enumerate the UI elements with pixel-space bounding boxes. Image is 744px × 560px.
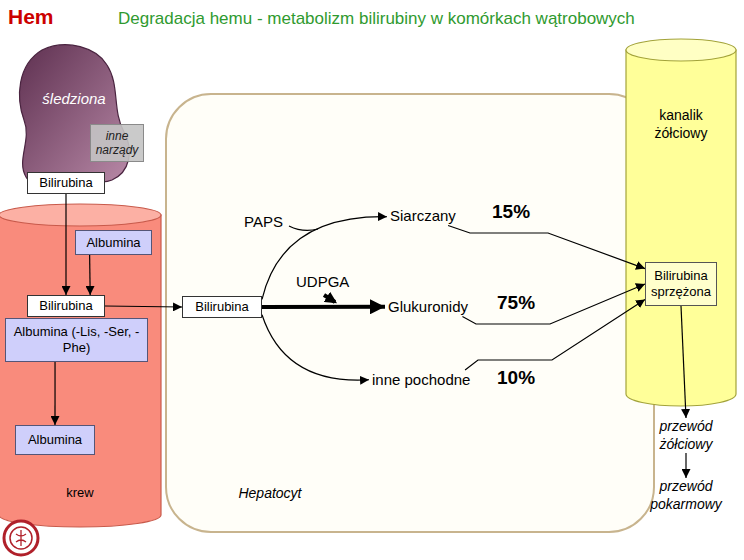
process-box: Albumina [15, 425, 95, 455]
process-box: inne narządy [90, 124, 144, 162]
shape-outline [625, 38, 737, 406]
region-label: śledziona [32, 90, 116, 107]
diagram-title: Degradacja hemu - metabolizm bilirubiny … [118, 9, 635, 29]
text-node: Siarczany [387, 206, 459, 226]
box-text: Albumina (-Lis, -Ser, -Phe) [10, 324, 143, 355]
text-node: przewód żółciowy [643, 418, 729, 453]
node-text: Siarczany [390, 207, 456, 224]
box-text: Bilirubina sprzężona [650, 268, 712, 299]
bile-canaliculus: kanalik żółciowyBilirubina sprzężona [625, 38, 737, 406]
header-label: Hem [8, 5, 54, 29]
box-text: Bilirubina [39, 175, 92, 191]
flow-arrow [54, 362, 55, 425]
percentage-label: 10% [497, 367, 535, 389]
region-label: krew [50, 485, 110, 500]
process-box: Albumina (-Lis, -Ser, -Phe) [5, 318, 148, 362]
text-node: Glukuronidy [385, 297, 471, 317]
node-text: inne pochodne [372, 371, 470, 388]
cofactor-label: PAPS [244, 213, 283, 230]
box-text: Bilirubina [39, 298, 92, 314]
flow-arrow [65, 194, 66, 295]
node-text: przewód pokarmowy [650, 478, 722, 512]
hepatocyte-cell: Hepatocyt Bilirubina SiarczanyGlukuronidy i… [165, 93, 655, 533]
blood-vessel: krewAlbuminaBilirubinaAlbumina (-Lis, -S… [0, 203, 162, 527]
percentage-label: 75% [497, 292, 535, 314]
process-box: Bilirubina [27, 295, 105, 317]
cofactor-label: UDPGA [296, 273, 349, 290]
box-text: Albumina [86, 235, 140, 251]
text-node: inne pochodne [369, 370, 473, 390]
percentage-label: 15% [492, 201, 530, 223]
box-text: Albumina [28, 432, 82, 448]
process-box: Bilirubina [182, 296, 262, 318]
region-label: kanalik żółciowy [637, 106, 725, 142]
box-text: Bilirubina [195, 299, 248, 315]
university-seal [4, 521, 38, 555]
process-box: Bilirubina [27, 172, 105, 194]
region-label: Hepatocyt [215, 485, 325, 501]
node-text: przewód żółciowy [660, 418, 713, 452]
process-box: Albumina [75, 230, 152, 255]
flow-arrow [262, 305, 385, 309]
node-text: Glukuronidy [388, 298, 468, 315]
process-box: Bilirubina sprzężona [645, 262, 717, 306]
flow-arrow [685, 453, 686, 478]
text-node: przewód pokarmowy [641, 478, 731, 513]
box-text: inne narządy [95, 129, 139, 158]
